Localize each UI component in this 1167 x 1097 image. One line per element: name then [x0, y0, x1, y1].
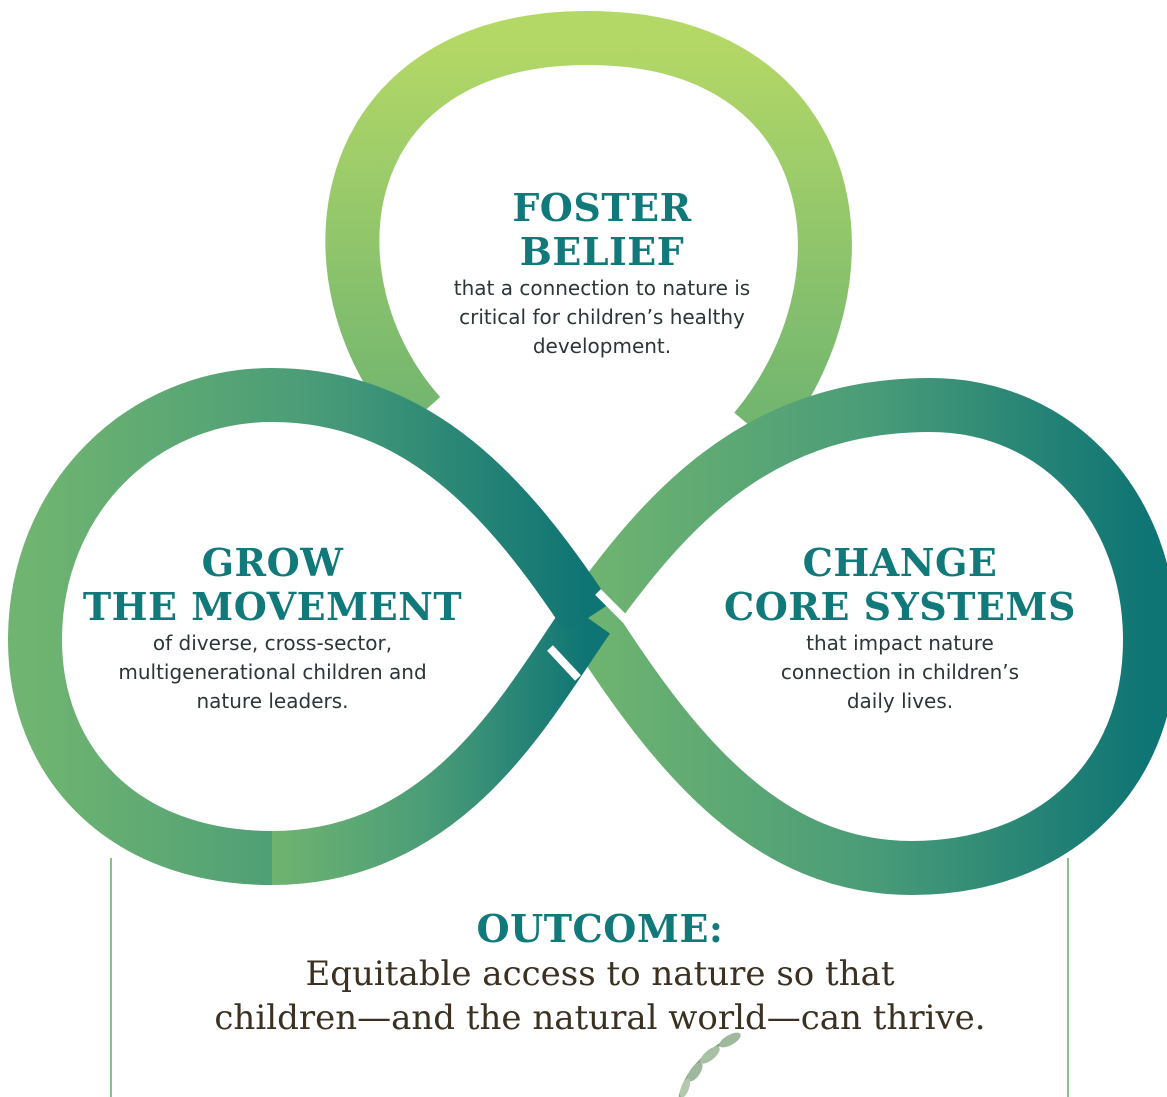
grow-movement-loop [7, 367, 611, 885]
outcome-block: OUTCOME: Equitable access to nature so t… [150, 906, 1050, 1040]
change-core-systems-block: CHANGE CORE SYSTEMS that impact nature c… [715, 541, 1085, 716]
crossing-strand-lower [271, 602, 611, 885]
change-desc-line3: daily lives. [846, 689, 954, 713]
foster-belief-loop [325, 10, 852, 448]
grow-desc-line1: of diverse, cross-sector, [152, 631, 393, 655]
grow-title-line1: GROW [201, 540, 344, 585]
plant-sprig-icon [678, 1032, 741, 1097]
crossing-gap-right [595, 589, 631, 625]
crossing-gap-left [547, 645, 581, 681]
change-title-line2: CORE SYSTEMS [724, 584, 1076, 629]
outcome-frame-right-line [1067, 858, 1069, 1097]
change-desc-line1: that impact nature [806, 631, 994, 655]
outcome-label: OUTCOME: [476, 906, 724, 951]
outcome-line2: children—and the natural world—can thriv… [214, 998, 986, 1038]
change-desc-line2: connection in children’s [780, 660, 1020, 684]
change-core-systems-loop [565, 377, 1167, 896]
foster-title-line2: BELIEF [519, 229, 685, 274]
grow-movement-block: GROW THE MOVEMENT of diverse, cross-sect… [70, 541, 475, 716]
foster-title-line1: FOSTER [512, 185, 692, 230]
grow-desc-line2: multigenerational children and [118, 660, 427, 684]
grow-desc-line3: nature leaders. [196, 689, 349, 713]
foster-desc-line3: development. [532, 334, 672, 358]
foster-belief-block: FOSTER BELIEF that a connection to natur… [402, 186, 802, 361]
grow-title-line2: THE MOVEMENT [82, 584, 463, 629]
foster-desc-line2: critical for children’s healthy [459, 305, 745, 329]
outcome-line1: Equitable access to nature so that [305, 954, 895, 994]
outcome-frame-left-line [110, 858, 112, 1097]
change-title-line1: CHANGE [802, 540, 998, 585]
foster-desc-line1: that a connection to nature is [453, 276, 751, 300]
